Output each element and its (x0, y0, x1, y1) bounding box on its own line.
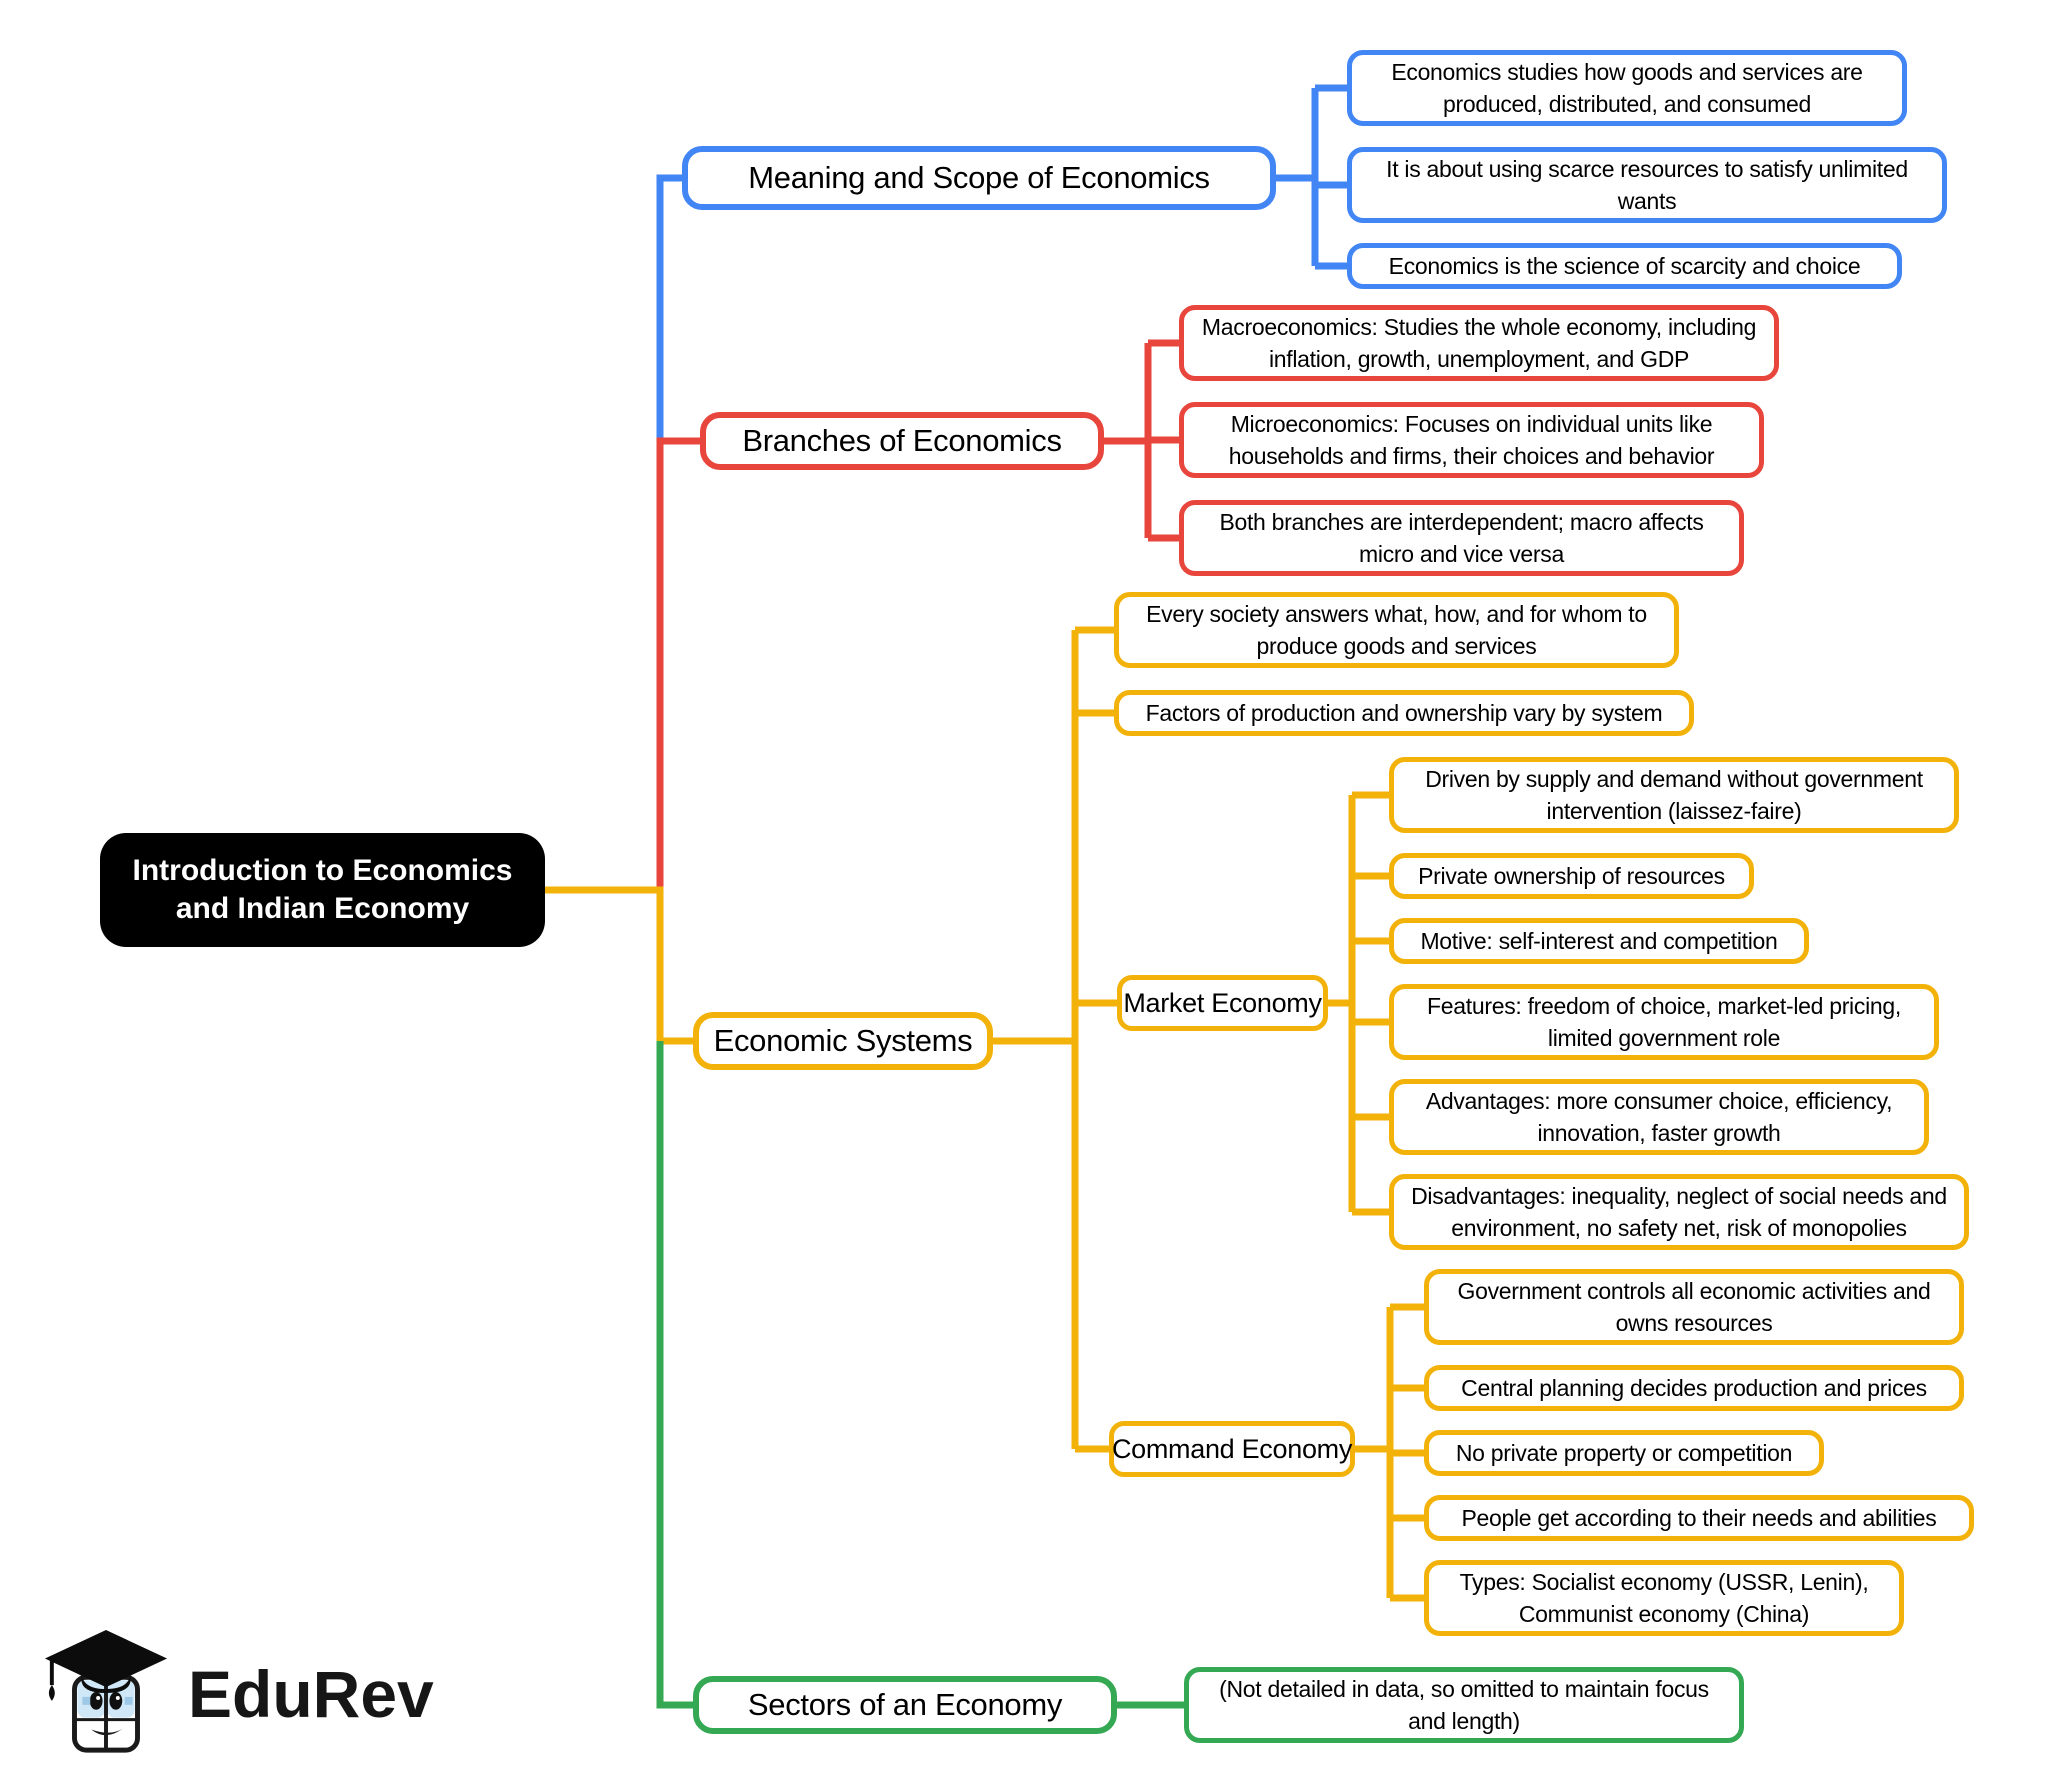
leaf-interdependent-branches: Both branches are interdependent; macro … (1179, 500, 1744, 576)
leaf-economics-definition: Economics studies how goods and services… (1347, 50, 1907, 126)
edurev-logo-icon (44, 1630, 168, 1753)
branch-node-meaning-and-scope: Meaning and Scope of Economics (682, 146, 1276, 210)
leaf-market-disadvantages: Disadvantages: inequality, neglect of so… (1389, 1174, 1969, 1250)
subnode-market-economy: Market Economy (1117, 975, 1328, 1031)
subnode-command-economy: Command Economy (1109, 1421, 1355, 1477)
leaf-microeconomics: Microeconomics: Focuses on individual un… (1179, 402, 1764, 478)
leaf-factors-of-production: Factors of production and ownership vary… (1114, 690, 1694, 736)
leaf-sectors-not-detailed: (Not detailed in data, so omitted to mai… (1184, 1667, 1744, 1743)
connector-line (540, 886, 697, 1045)
connector-line (656, 174, 684, 441)
leaf-science-of-scarcity: Economics is the science of scarcity and… (1347, 243, 1902, 289)
edurev-logo: EduRev (42, 1628, 434, 1760)
leaf-every-society-answers: Every society answers what, how, and for… (1114, 592, 1679, 668)
leaf-market-supply-demand: Driven by supply and demand without gove… (1389, 757, 1959, 833)
branch-node-sectors-of-economy: Sectors of an Economy (693, 1676, 1117, 1734)
edurev-logo-text: EduRev (188, 1657, 434, 1731)
leaf-market-motive: Motive: self-interest and competition (1389, 918, 1809, 964)
root-node: Introduction to Economics and Indian Eco… (100, 833, 545, 947)
connector-line (656, 437, 702, 890)
leaf-macroeconomics: Macroeconomics: Studies the whole econom… (1179, 305, 1779, 381)
leaf-market-features: Features: freedom of choice, market-led … (1389, 984, 1939, 1060)
connector-line (656, 1041, 695, 1709)
leaf-market-private-ownership: Private ownership of resources (1389, 853, 1754, 899)
leaf-command-government-controls: Government controls all economic activit… (1424, 1269, 1964, 1345)
leaf-command-needs-abilities: People get according to their needs and … (1424, 1495, 1974, 1541)
leaf-command-central-planning: Central planning decides production and … (1424, 1365, 1964, 1411)
branch-node-branches-of-economics: Branches of Economics (700, 412, 1104, 470)
branch-node-economic-systems: Economic Systems (693, 1012, 993, 1070)
leaf-scarce-resources: It is about using scarce resources to sa… (1347, 147, 1947, 223)
leaf-market-advantages: Advantages: more consumer choice, effici… (1389, 1079, 1929, 1155)
leaf-command-types: Types: Socialist economy (USSR, Lenin), … (1424, 1560, 1904, 1636)
leaf-command-no-private-property: No private property or competition (1424, 1430, 1824, 1476)
